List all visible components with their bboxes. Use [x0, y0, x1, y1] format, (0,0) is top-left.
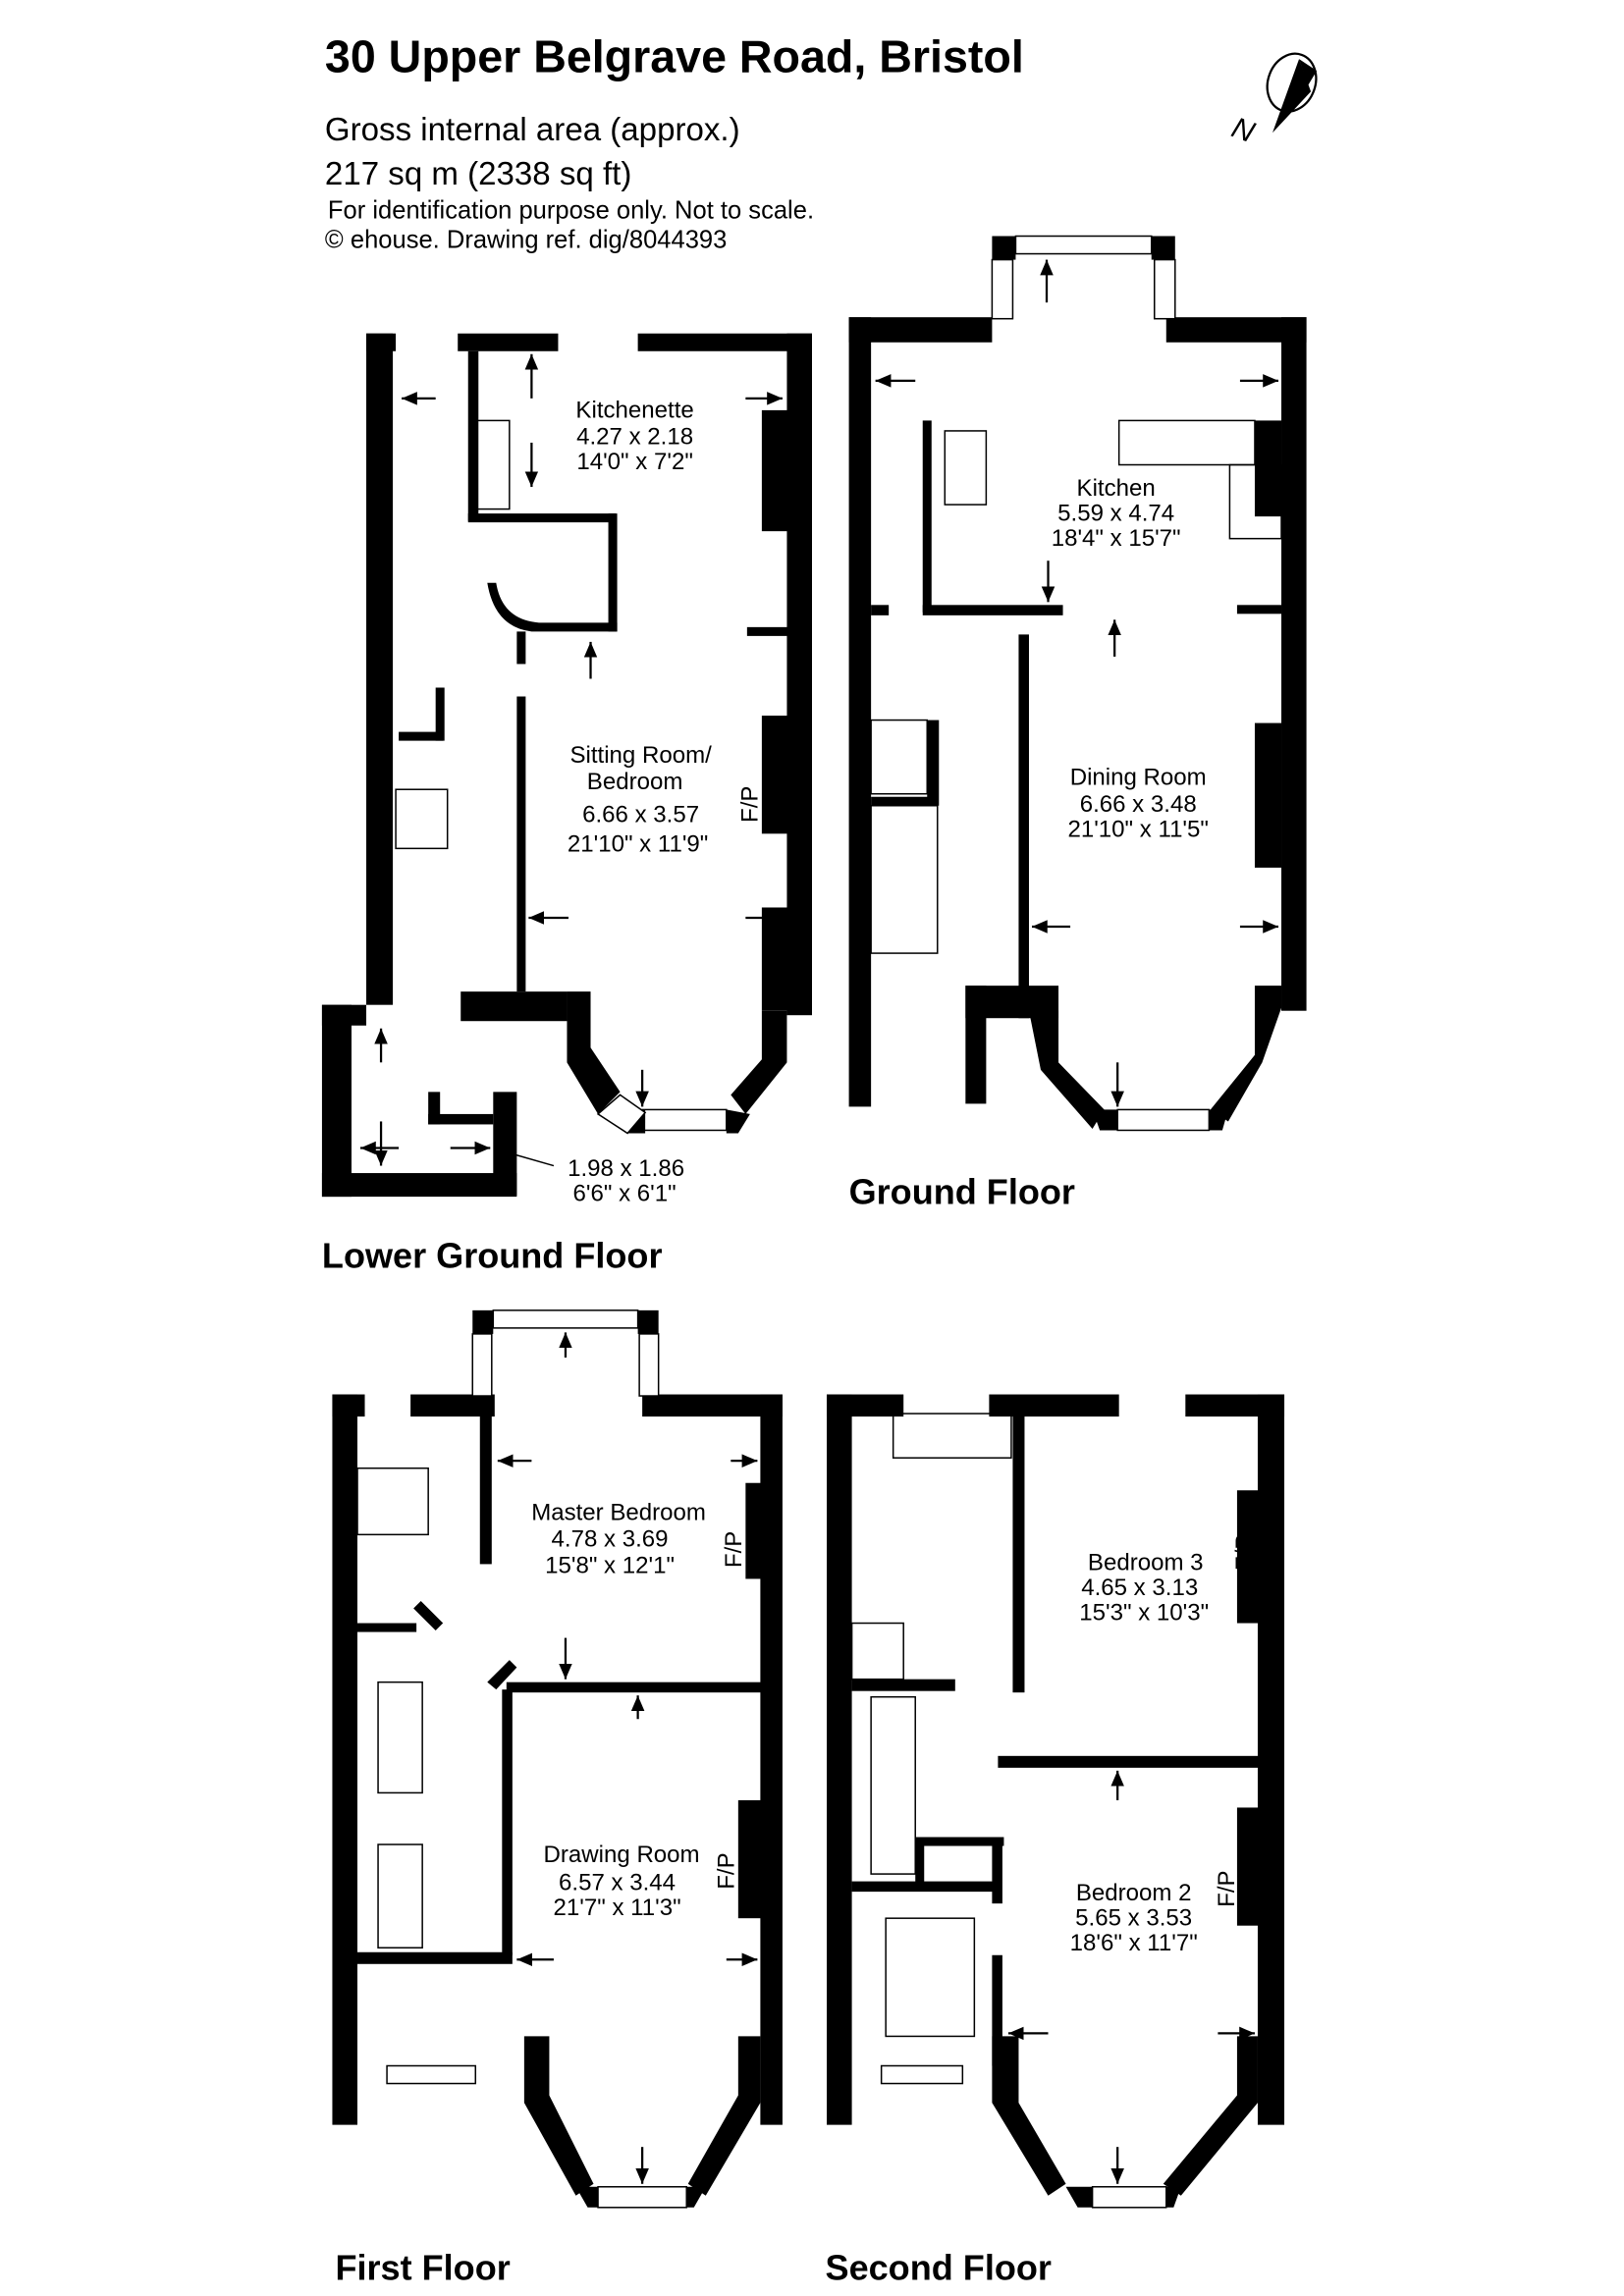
- fireplace-label: F/P: [713, 1852, 739, 1889]
- fireplace-label: F/P: [1214, 1870, 1240, 1906]
- room-name-kitchen: Kitchen: [1077, 475, 1156, 502]
- room-metric-drawing-room: 6.57 x 3.44: [559, 1870, 676, 1896]
- plan-title: 30 Upper Belgrave Road, Bristol: [325, 31, 1024, 82]
- fireplace-label: F/P: [1231, 1534, 1258, 1571]
- room-metric-dining-room: 6.66 x 3.48: [1080, 791, 1197, 818]
- room-imperial-kitchenette: 14'0" x 7'2": [576, 449, 693, 475]
- room-imperial-bedroom-2: 18'6" x 11'7": [1070, 1930, 1198, 1956]
- room-imperial-dining-room: 21'10" x 11'5": [1067, 816, 1208, 842]
- room-metric-kitchen: 5.59 x 4.74: [1057, 501, 1174, 527]
- room-imperial-kitchen: 18'4" x 15'7": [1052, 525, 1181, 552]
- room-imperial-master-bedroom: 15'8" x 12'1": [545, 1552, 675, 1578]
- area-value: 217 sq m (2338 sq ft): [325, 156, 631, 192]
- disclaimer: For identification purpose only. Not to …: [328, 196, 814, 224]
- room-name-bedroom-2: Bedroom 2: [1076, 1880, 1192, 1906]
- floor-label-second: Second Floor: [826, 2247, 1052, 2287]
- room-imperial-sitting-room: 21'10" x 11'9": [568, 830, 708, 857]
- room-name-bedroom-3: Bedroom 3: [1088, 1549, 1204, 1575]
- compass-icon: N: [1227, 52, 1318, 150]
- room-imperial-drawing-room: 21'7" x 11'3": [554, 1895, 681, 1921]
- room-name2-sitting-room: Bedroom: [587, 769, 683, 795]
- room-imperial-store: 6'6" x 6'1": [573, 1181, 677, 1207]
- ground-floor-plan: [848, 235, 1307, 1132]
- second-floor-plan: [827, 1394, 1285, 2209]
- room-name-drawing-room: Drawing Room: [544, 1842, 700, 1868]
- fireplace-label: F/P: [721, 1531, 747, 1568]
- room-metric-store: 1.98 x 1.86: [568, 1155, 684, 1182]
- room-name-dining-room: Dining Room: [1070, 765, 1207, 791]
- floor-label-ground: Ground Floor: [849, 1172, 1075, 1212]
- room-metric-bedroom-3: 4.65 x 3.13: [1081, 1575, 1198, 1601]
- room-name-kitchenette: Kitchenette: [575, 397, 693, 423]
- room-name-sitting-room: Sitting Room/: [569, 742, 712, 769]
- room-name-master-bedroom: Master Bedroom: [531, 1499, 706, 1525]
- room-metric-sitting-room: 6.66 x 3.57: [582, 801, 699, 828]
- first-floor-plan: [332, 1309, 783, 2209]
- floor-label-first: First Floor: [335, 2247, 510, 2287]
- floor-label-lower-ground: Lower Ground Floor: [322, 1235, 663, 1275]
- room-imperial-bedroom-3: 15'3" x 10'3": [1079, 1600, 1209, 1627]
- compass-north-label: N: [1227, 112, 1259, 150]
- fireplace-label: F/P: [736, 786, 763, 823]
- copyright: © ehouse. Drawing ref. dig/8044393: [325, 227, 727, 254]
- room-metric-bedroom-2: 5.65 x 3.53: [1075, 1905, 1192, 1932]
- area-label: Gross internal area (approx.): [325, 112, 740, 148]
- room-metric-kitchenette: 4.27 x 2.18: [576, 423, 693, 450]
- lower-ground-floor-plan: [321, 333, 812, 1198]
- room-metric-master-bedroom: 4.78 x 3.69: [552, 1525, 669, 1552]
